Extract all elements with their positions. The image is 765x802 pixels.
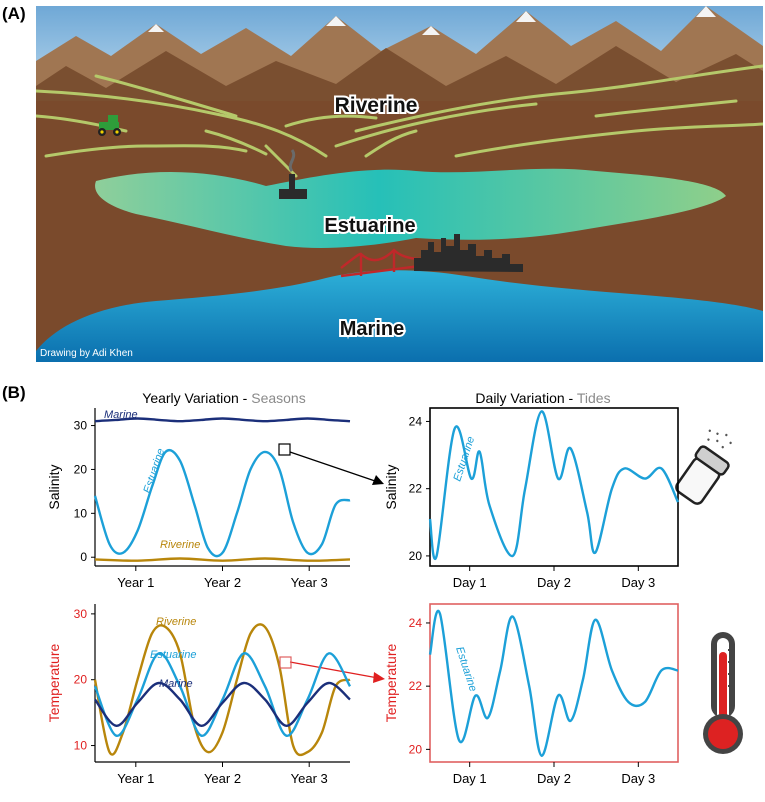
daily-salinity-frame	[429, 407, 679, 567]
estuary-water	[95, 168, 727, 249]
daily-title-sep: -	[565, 390, 577, 406]
yearly-temperature-xtick-label-1: Year 2	[204, 771, 241, 786]
panel-b-charts: Yearly Variation - Seasons Daily Variati…	[46, 390, 743, 786]
daily-temperature-ylabel: Temperature	[383, 643, 399, 722]
yearly-temperature-ylabel: Temperature	[46, 643, 62, 722]
yearly-salinity-xtick-label-1: Year 2	[204, 575, 241, 590]
yearly-salinity-xtick-label-0: Year 1	[117, 575, 154, 590]
yearly-temperature-series-label-2: Marine	[159, 678, 193, 690]
daily-salinity-xtick-label-2: Day 3	[621, 575, 655, 590]
marine-label: Marine	[340, 318, 404, 340]
yearly-temperature-xtick-label-2: Year 3	[291, 771, 328, 786]
panel-b-letter: (B)	[2, 383, 26, 402]
daily-temperature-ytick-label-1: 22	[409, 679, 423, 693]
daily-temperature-xtick-label-2: Day 3	[621, 771, 655, 786]
daily-title-main: Daily Variation	[475, 390, 564, 406]
daily-temperature-ytick-label-2: 24	[409, 616, 423, 630]
snow-caps	[148, 6, 716, 35]
yearly-title-main: Yearly Variation	[142, 390, 239, 406]
yearly-salinity-zoom-box	[278, 443, 291, 456]
daily-salinity-ytick-label-2: 24	[409, 414, 423, 428]
yearly-temperature-series-riverine	[93, 623, 351, 757]
yearly-title-sep: -	[239, 390, 251, 406]
drawing-credit: Drawing by Adi Khen	[40, 348, 133, 359]
daily-temperature-xtick-label-1: Day 2	[537, 771, 571, 786]
daily-salinity-ylabel: Salinity	[383, 464, 399, 509]
yearly-temperature-xtick-label-0: Year 1	[117, 771, 154, 786]
factory	[279, 149, 307, 199]
daily-temperature-ytick-label-0: 20	[409, 742, 423, 756]
yearly-temperature-zoom-box	[279, 656, 292, 669]
yearly-salinity-ytick-label-1: 10	[74, 506, 88, 520]
yearly-salinity-series-label-1: Estuarine	[141, 447, 167, 495]
ocean-water	[36, 270, 763, 362]
yearly-salinity-ylabel: Salinity	[46, 464, 62, 509]
daily-salinity-xtick-label-1: Day 2	[537, 575, 571, 590]
yearly-temperature-series-estuarine	[93, 652, 352, 737]
daily-title-sub: Tides	[577, 390, 611, 406]
riverine-label: Riverine	[335, 94, 418, 117]
yearly-salinity-series-label-0: Marine	[104, 409, 138, 421]
tractor-icon	[98, 115, 121, 136]
daily-salinity-ytick-label-0: 20	[409, 549, 423, 563]
daily-salinity-ytick-label-1: 22	[409, 482, 423, 496]
panel-a-illustration: Riverine Estuarine Marine Drawing by Adi…	[36, 6, 763, 362]
yearly-temperature-ytick-label-2: 30	[74, 607, 88, 621]
salt-shaker-icon	[675, 429, 732, 505]
estuarine-label: Estuarine	[324, 215, 415, 237]
panel-a-letter: (A)	[2, 4, 26, 23]
yearly-temperature-series-label-0: Riverine	[156, 616, 196, 628]
daily-salinity-series-estuarine	[428, 410, 680, 561]
yearly-salinity-xtick-label-2: Year 3	[291, 575, 328, 590]
daily-temperature-series-label-0: Estuarine	[453, 645, 479, 693]
yearly-salinity-ytick-label-2: 20	[74, 462, 88, 476]
zoom-arrows	[289, 451, 385, 683]
yearly-salinity-series-label-2: Riverine	[160, 539, 200, 551]
city-skyline	[414, 234, 523, 272]
yearly-temperature-ytick-label-1: 20	[74, 673, 88, 687]
yearly-salinity-ytick-label-0: 0	[80, 550, 87, 564]
yearly-title-sub: Seasons	[251, 390, 305, 406]
yearly-temperature-series-label-1: Estuarine	[150, 649, 196, 661]
yearly-temperature-ytick-label-0: 10	[74, 739, 88, 753]
yearly-salinity-series-riverine	[94, 557, 351, 562]
yearly-salinity-series-estuarine	[93, 448, 351, 558]
yearly-salinity-series-marine	[94, 417, 351, 423]
daily-title: Daily Variation - Tides	[475, 390, 610, 406]
thermometer-icon	[703, 632, 743, 754]
daily-salinity-xtick-label-0: Day 1	[453, 575, 487, 590]
yearly-salinity-ytick-label-3: 30	[74, 419, 88, 433]
yearly-temperature-series-marine	[94, 681, 351, 727]
daily-temperature-xtick-label-0: Day 1	[453, 771, 487, 786]
river-network	[36, 64, 763, 178]
yearly-title: Yearly Variation - Seasons	[142, 390, 305, 406]
daily-temperature-series-estuarine	[428, 609, 679, 757]
